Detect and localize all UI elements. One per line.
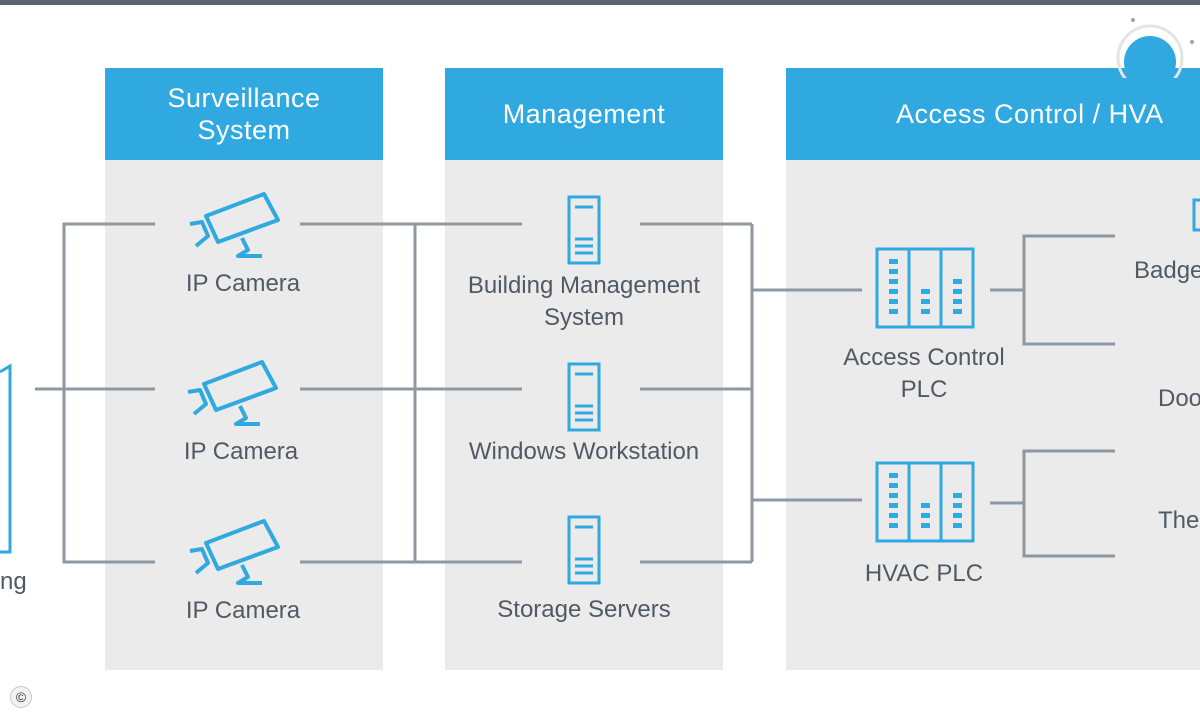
- workstation-label: Windows Workstation: [468, 438, 700, 465]
- camera-2-label: IP Camera: [183, 438, 299, 465]
- ip-camera-icon: [189, 192, 280, 258]
- camera-1-label: IP Camera: [185, 270, 301, 297]
- logo-icon: [1116, 18, 1194, 78]
- right-node-1-label: Badge: [1134, 257, 1200, 284]
- plc-cabinet-icon: [875, 247, 975, 329]
- server-tower-icon: [567, 515, 601, 585]
- hvac-plc-label: HVAC PLC: [864, 560, 984, 587]
- copyright-icon: ©: [10, 686, 32, 708]
- camera-3-label: IP Camera: [185, 597, 301, 624]
- building-icon: [0, 363, 12, 554]
- storage-label: Storage Servers: [497, 596, 671, 623]
- management-panel-title: Management: [445, 68, 723, 160]
- access-control-panel-title: Access Control / HVA: [786, 68, 1200, 160]
- server-tower-icon: [567, 195, 601, 265]
- surveillance-panel-title: Surveillance System: [105, 68, 383, 160]
- access-plc-label: Access Control PLC: [843, 344, 1005, 403]
- bms-label: Building Management System: [467, 272, 701, 331]
- plc-cabinet-icon: [875, 461, 975, 543]
- right-node-2-label: Doo: [1158, 385, 1200, 412]
- right-node-3-label: The: [1158, 507, 1200, 534]
- left-node-label: ng: [0, 568, 27, 595]
- server-tower-icon: [567, 362, 601, 432]
- ip-camera-icon: [187, 360, 278, 426]
- access-control-panel: [786, 160, 1200, 670]
- ip-camera-icon: [189, 519, 280, 585]
- top-border: [0, 0, 1200, 5]
- badge-reader-icon: [1192, 198, 1200, 232]
